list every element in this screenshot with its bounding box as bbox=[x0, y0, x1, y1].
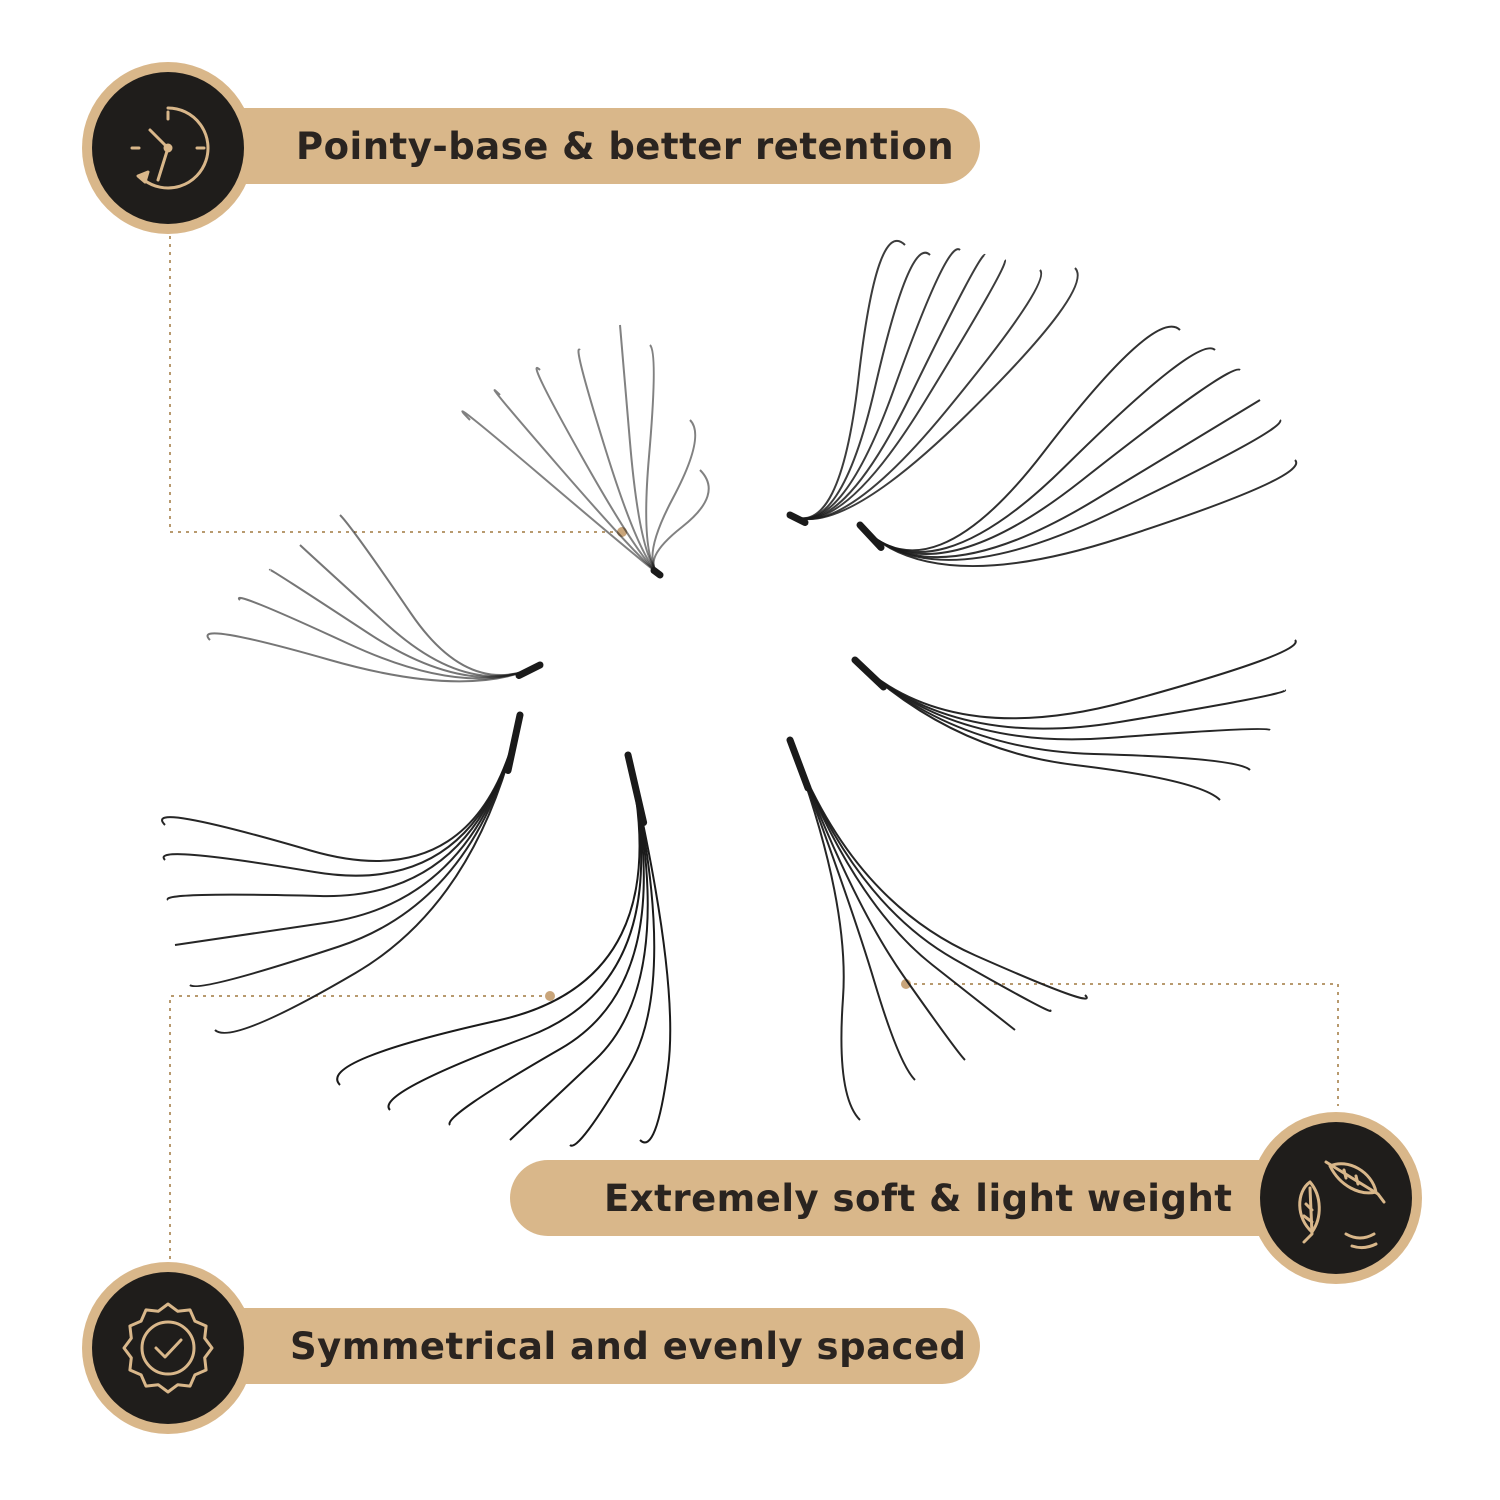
lash-strand bbox=[859, 459, 1298, 568]
connector-right bbox=[906, 983, 1339, 1106]
lash-strand bbox=[161, 714, 521, 862]
feature-label-soft: Extremely soft & light weight bbox=[604, 1176, 1233, 1220]
lash-strand bbox=[509, 754, 649, 1141]
lash-strand bbox=[789, 239, 906, 520]
lash-strand bbox=[206, 632, 541, 683]
lash-strand bbox=[854, 639, 1297, 720]
feature-label-symmetrical: Symmetrical and evenly spaced bbox=[290, 1324, 967, 1368]
lash-strand bbox=[854, 659, 1251, 771]
lash-strand bbox=[268, 568, 541, 678]
feature-label-retention: Pointy-base & better retention bbox=[296, 124, 955, 168]
lash-fan-8 bbox=[786, 736, 1088, 1121]
lash-strand bbox=[859, 419, 1282, 561]
lash-strand bbox=[619, 324, 661, 576]
lash-strand bbox=[789, 739, 1016, 1031]
lash-base bbox=[650, 567, 664, 579]
lash-base bbox=[786, 511, 809, 526]
lash-strand bbox=[189, 714, 521, 988]
badge-check-icon bbox=[122, 1302, 214, 1394]
lash-strand bbox=[299, 544, 541, 677]
lash-fan-1 bbox=[461, 324, 710, 579]
lash-strand bbox=[577, 348, 661, 576]
lash-strand bbox=[387, 754, 643, 1111]
lash-strand bbox=[237, 596, 541, 680]
lash-strand bbox=[651, 419, 697, 576]
feature-badge-retention bbox=[82, 62, 254, 234]
lash-base bbox=[515, 661, 544, 679]
lash-fan-3 bbox=[856, 325, 1298, 568]
lash-base bbox=[624, 751, 648, 826]
connector-lines bbox=[169, 236, 1339, 1262]
lash-strand bbox=[789, 739, 1052, 1012]
connector-top bbox=[169, 236, 620, 533]
lash-strand bbox=[339, 514, 541, 677]
lash-strand bbox=[789, 739, 861, 1121]
feature-pill-symmetrical: Symmetrical and evenly spaced bbox=[170, 1308, 980, 1384]
feature-badge-symmetrical bbox=[82, 1262, 254, 1434]
connector-dot-bottom-left bbox=[545, 991, 555, 1001]
connector-bottom-left bbox=[169, 995, 550, 1262]
lash-strand bbox=[166, 714, 521, 901]
connector-dots bbox=[545, 527, 911, 1001]
lash-base bbox=[786, 736, 812, 792]
lash-strand bbox=[859, 368, 1241, 555]
lash-strand bbox=[652, 469, 710, 576]
feature-pill-retention: Pointy-base & better retention bbox=[170, 108, 980, 184]
lash-fans bbox=[161, 239, 1298, 1147]
lash-strand bbox=[214, 714, 521, 1034]
lash-strand bbox=[789, 739, 916, 1081]
lash-strand bbox=[789, 259, 1007, 520]
lash-strand bbox=[789, 253, 986, 520]
lash-strand bbox=[493, 389, 661, 576]
lash-fan-7 bbox=[336, 751, 672, 1147]
lash-strand bbox=[854, 659, 1221, 801]
lash-strand bbox=[174, 714, 521, 946]
lash-strand bbox=[789, 739, 966, 1061]
lash-fan-6 bbox=[161, 711, 524, 1034]
lash-strand bbox=[448, 754, 645, 1126]
lash-strand bbox=[859, 399, 1261, 559]
lash-strand bbox=[336, 754, 641, 1086]
lash-strand bbox=[789, 739, 1088, 1000]
lash-strand bbox=[859, 347, 1216, 554]
feather-icon bbox=[1298, 1160, 1386, 1250]
lash-strand bbox=[535, 366, 661, 576]
lash-strand bbox=[162, 714, 521, 877]
lash-strand bbox=[569, 754, 656, 1147]
lash-strand bbox=[627, 754, 672, 1144]
lash-base bbox=[851, 656, 887, 691]
lash-strand bbox=[789, 251, 931, 520]
lash-strand bbox=[461, 410, 661, 576]
lash-base bbox=[856, 521, 885, 551]
clock-rotate-icon bbox=[130, 106, 210, 190]
lash-strand bbox=[789, 267, 1079, 520]
lash-strand bbox=[789, 248, 961, 520]
lash-strand bbox=[789, 269, 1043, 520]
feature-badge-soft bbox=[1250, 1112, 1422, 1284]
lash-fan-5 bbox=[851, 639, 1297, 801]
lash-strand bbox=[854, 659, 1271, 741]
lash-strand bbox=[645, 344, 661, 576]
lash-fan-4 bbox=[206, 514, 544, 683]
lash-fan-2 bbox=[786, 239, 1079, 526]
lash-strand bbox=[854, 659, 1287, 730]
feature-pill-soft: Extremely soft & light weight bbox=[510, 1160, 1340, 1236]
lash-base bbox=[504, 711, 524, 774]
